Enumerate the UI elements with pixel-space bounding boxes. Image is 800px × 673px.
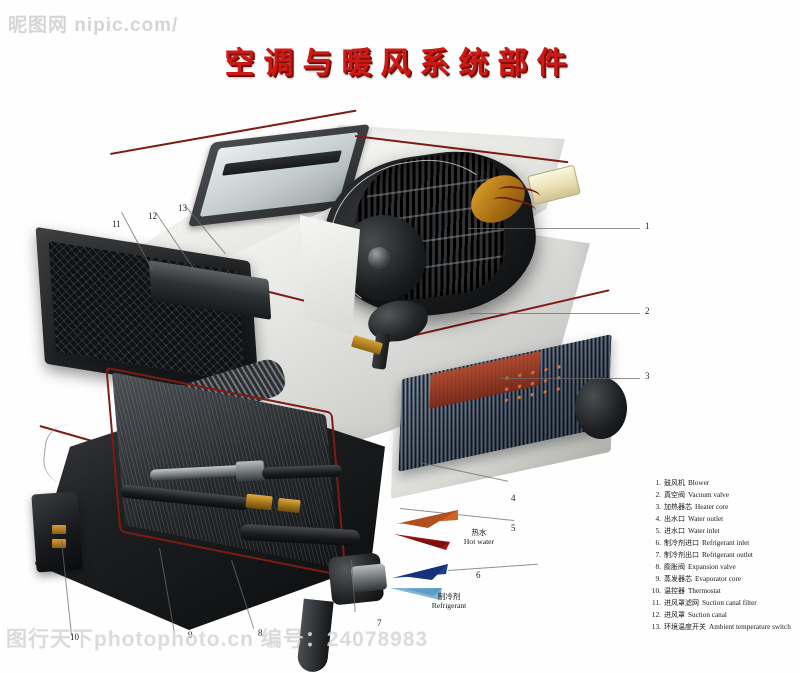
legend-item-label-cn: 出水口 — [664, 514, 685, 523]
illustration-canvas: 昵图网 nipic.com/ 空调与暖风系统部件 — [0, 15, 798, 673]
legend-item-number: 4. — [655, 513, 661, 523]
legend-item-number: 2. — [655, 489, 661, 499]
legend-item-label-cn: 鼓风机 — [664, 479, 685, 487]
thermostat-terminal — [52, 539, 66, 548]
legend-item-label-en: Refrigerant outlet — [702, 550, 753, 559]
legend-item: 12. 进风罩 Suction canal — [648, 610, 798, 621]
legend-item: 4. 出水口 Water outlet — [648, 514, 798, 525]
leader-line-2 — [470, 313, 640, 314]
legend-item-number: 6. — [655, 537, 661, 547]
legend-item: 13. 环境温度开关 Ambient temperature switch — [648, 622, 798, 633]
legend-item-number: 11. — [652, 597, 661, 607]
watermark-bottom: 图行天下photophoto.cn 编号：24078983 — [6, 628, 429, 651]
hot-water-label-en: Hot water — [463, 537, 495, 546]
callout-10: 10 — [70, 632, 79, 642]
legend-item-number: 12. — [651, 609, 661, 619]
legend-item-label-cn: 温控器 — [664, 586, 685, 595]
legend-item: 10. 温控器 Thermostat — [648, 586, 798, 597]
pipe-brass-fitting — [245, 493, 273, 511]
legend-item-number: 10. — [651, 585, 661, 595]
legend-item-label-cn: 膨胀阀 — [664, 562, 685, 571]
ambient-temperature-switch-panel — [300, 215, 360, 335]
legend-item: 8. 膨胀阀 Expansion valve — [648, 562, 798, 573]
legend-item-label-en: Expansion valve — [688, 562, 736, 571]
legend-item-label-cn: 进风罩 — [664, 610, 685, 619]
callout-11: 11 — [112, 219, 121, 229]
leader-line-1 — [468, 228, 640, 229]
legend-item-label-en: Heater core — [695, 502, 729, 511]
legend-item-label-en: Thermostat — [688, 586, 721, 595]
refrigerant-label-cn: 制冷剂 — [437, 592, 461, 601]
legend-item: 6. 制冷剂进口 Refrigerant inlet — [648, 538, 798, 549]
callout-13: 13 — [178, 203, 187, 213]
legend-item-label-en: Suction canal — [688, 610, 727, 619]
legend-item-label-en: Vacuum valve — [688, 490, 729, 499]
leader-line-3 — [500, 378, 640, 379]
callout-12: 12 — [148, 211, 157, 221]
legend-item-label-en: Suction canal filter — [702, 598, 757, 607]
callout-1: 1 — [645, 221, 650, 231]
legend-list: 1. 鼓风机 Blower 2. 真空阀 Vacuum valve 3. 加热器… — [648, 478, 798, 634]
blower-shaft — [368, 247, 390, 269]
hot-water-label: 热水 Hot water — [450, 528, 508, 546]
callout-9: 9 — [188, 630, 193, 640]
legend-item: 2. 真空阀 Vacuum valve — [648, 490, 798, 501]
hot-water-arrows — [394, 510, 458, 550]
legend-item-number: 9. — [655, 573, 661, 583]
thermostat-terminal — [52, 525, 66, 534]
legend-item-label-en: Water inlet — [688, 526, 720, 535]
legend-item-label-en: Water outlet — [688, 514, 724, 523]
legend-item-number: 8. — [655, 561, 661, 571]
legend-item-label-en: Ambient temperature switch — [709, 622, 791, 631]
expansion-valve-nut — [350, 563, 388, 593]
legend-item-label-cn: 真空阀 — [664, 490, 685, 499]
legend-item-number: 13. — [651, 621, 661, 631]
legend-item-label-cn: 制冷剂进口 — [664, 538, 699, 547]
callout-7: 7 — [377, 618, 382, 628]
legend-item: 1. 鼓风机 Blower — [648, 478, 798, 489]
watermark-top: 昵图网 nipic.com/ — [8, 15, 179, 36]
callout-6: 6 — [476, 570, 481, 580]
page-title: 空调与暖风系统部件 — [224, 46, 576, 81]
refrigerant-label: 制冷剂 Refrigerant — [412, 592, 486, 610]
callout-4: 4 — [511, 493, 516, 503]
legend-item-label-cn: 蒸发器芯 — [664, 574, 692, 583]
legend-item-label-cn: 加热器芯 — [664, 502, 692, 511]
legend-item-label-cn: 环境温度开关 — [664, 622, 706, 631]
ac-heating-system-diagram — [0, 95, 660, 673]
callout-5: 5 — [511, 523, 516, 533]
legend-item-label-cn: 进水口 — [664, 526, 685, 535]
legend-item-number: 3. — [655, 501, 661, 511]
legend-item-number: 5. — [655, 525, 661, 535]
refrigerant-arrows — [390, 564, 448, 600]
hot-water-label-cn: 热水 — [471, 528, 487, 537]
legend-item-label-en: Evaporator core — [695, 574, 742, 583]
pipe-brass-fitting — [277, 497, 301, 514]
legend-item: 9. 蒸发器芯 Evaporator core — [648, 574, 798, 585]
legend-item: 5. 进水口 Water inlet — [648, 526, 798, 537]
evaporator-end-tank — [575, 377, 627, 439]
legend-item: 7. 制冷剂出口 Refrigerant outlet — [648, 550, 798, 561]
legend-item: 3. 加热器芯 Heater core — [648, 502, 798, 513]
legend-item-label-cn: 进风罩滤网 — [664, 598, 699, 607]
callout-8: 8 — [258, 628, 263, 638]
callout-2: 2 — [645, 306, 650, 316]
legend-item: 11. 进风罩滤网 Suction canal filter — [648, 598, 798, 609]
callout-3: 3 — [645, 371, 650, 381]
legend-item-label-cn: 制冷剂出口 — [664, 550, 699, 559]
refrigerant-label-en: Refrigerant — [431, 601, 467, 610]
water-pipe-nut — [235, 460, 265, 482]
legend-item-label-en: Refrigerant inlet — [702, 538, 750, 547]
legend-item-number: 7. — [655, 549, 661, 559]
legend-item-label-en: Blower — [688, 479, 710, 487]
legend-item-number: 1. — [655, 478, 661, 487]
